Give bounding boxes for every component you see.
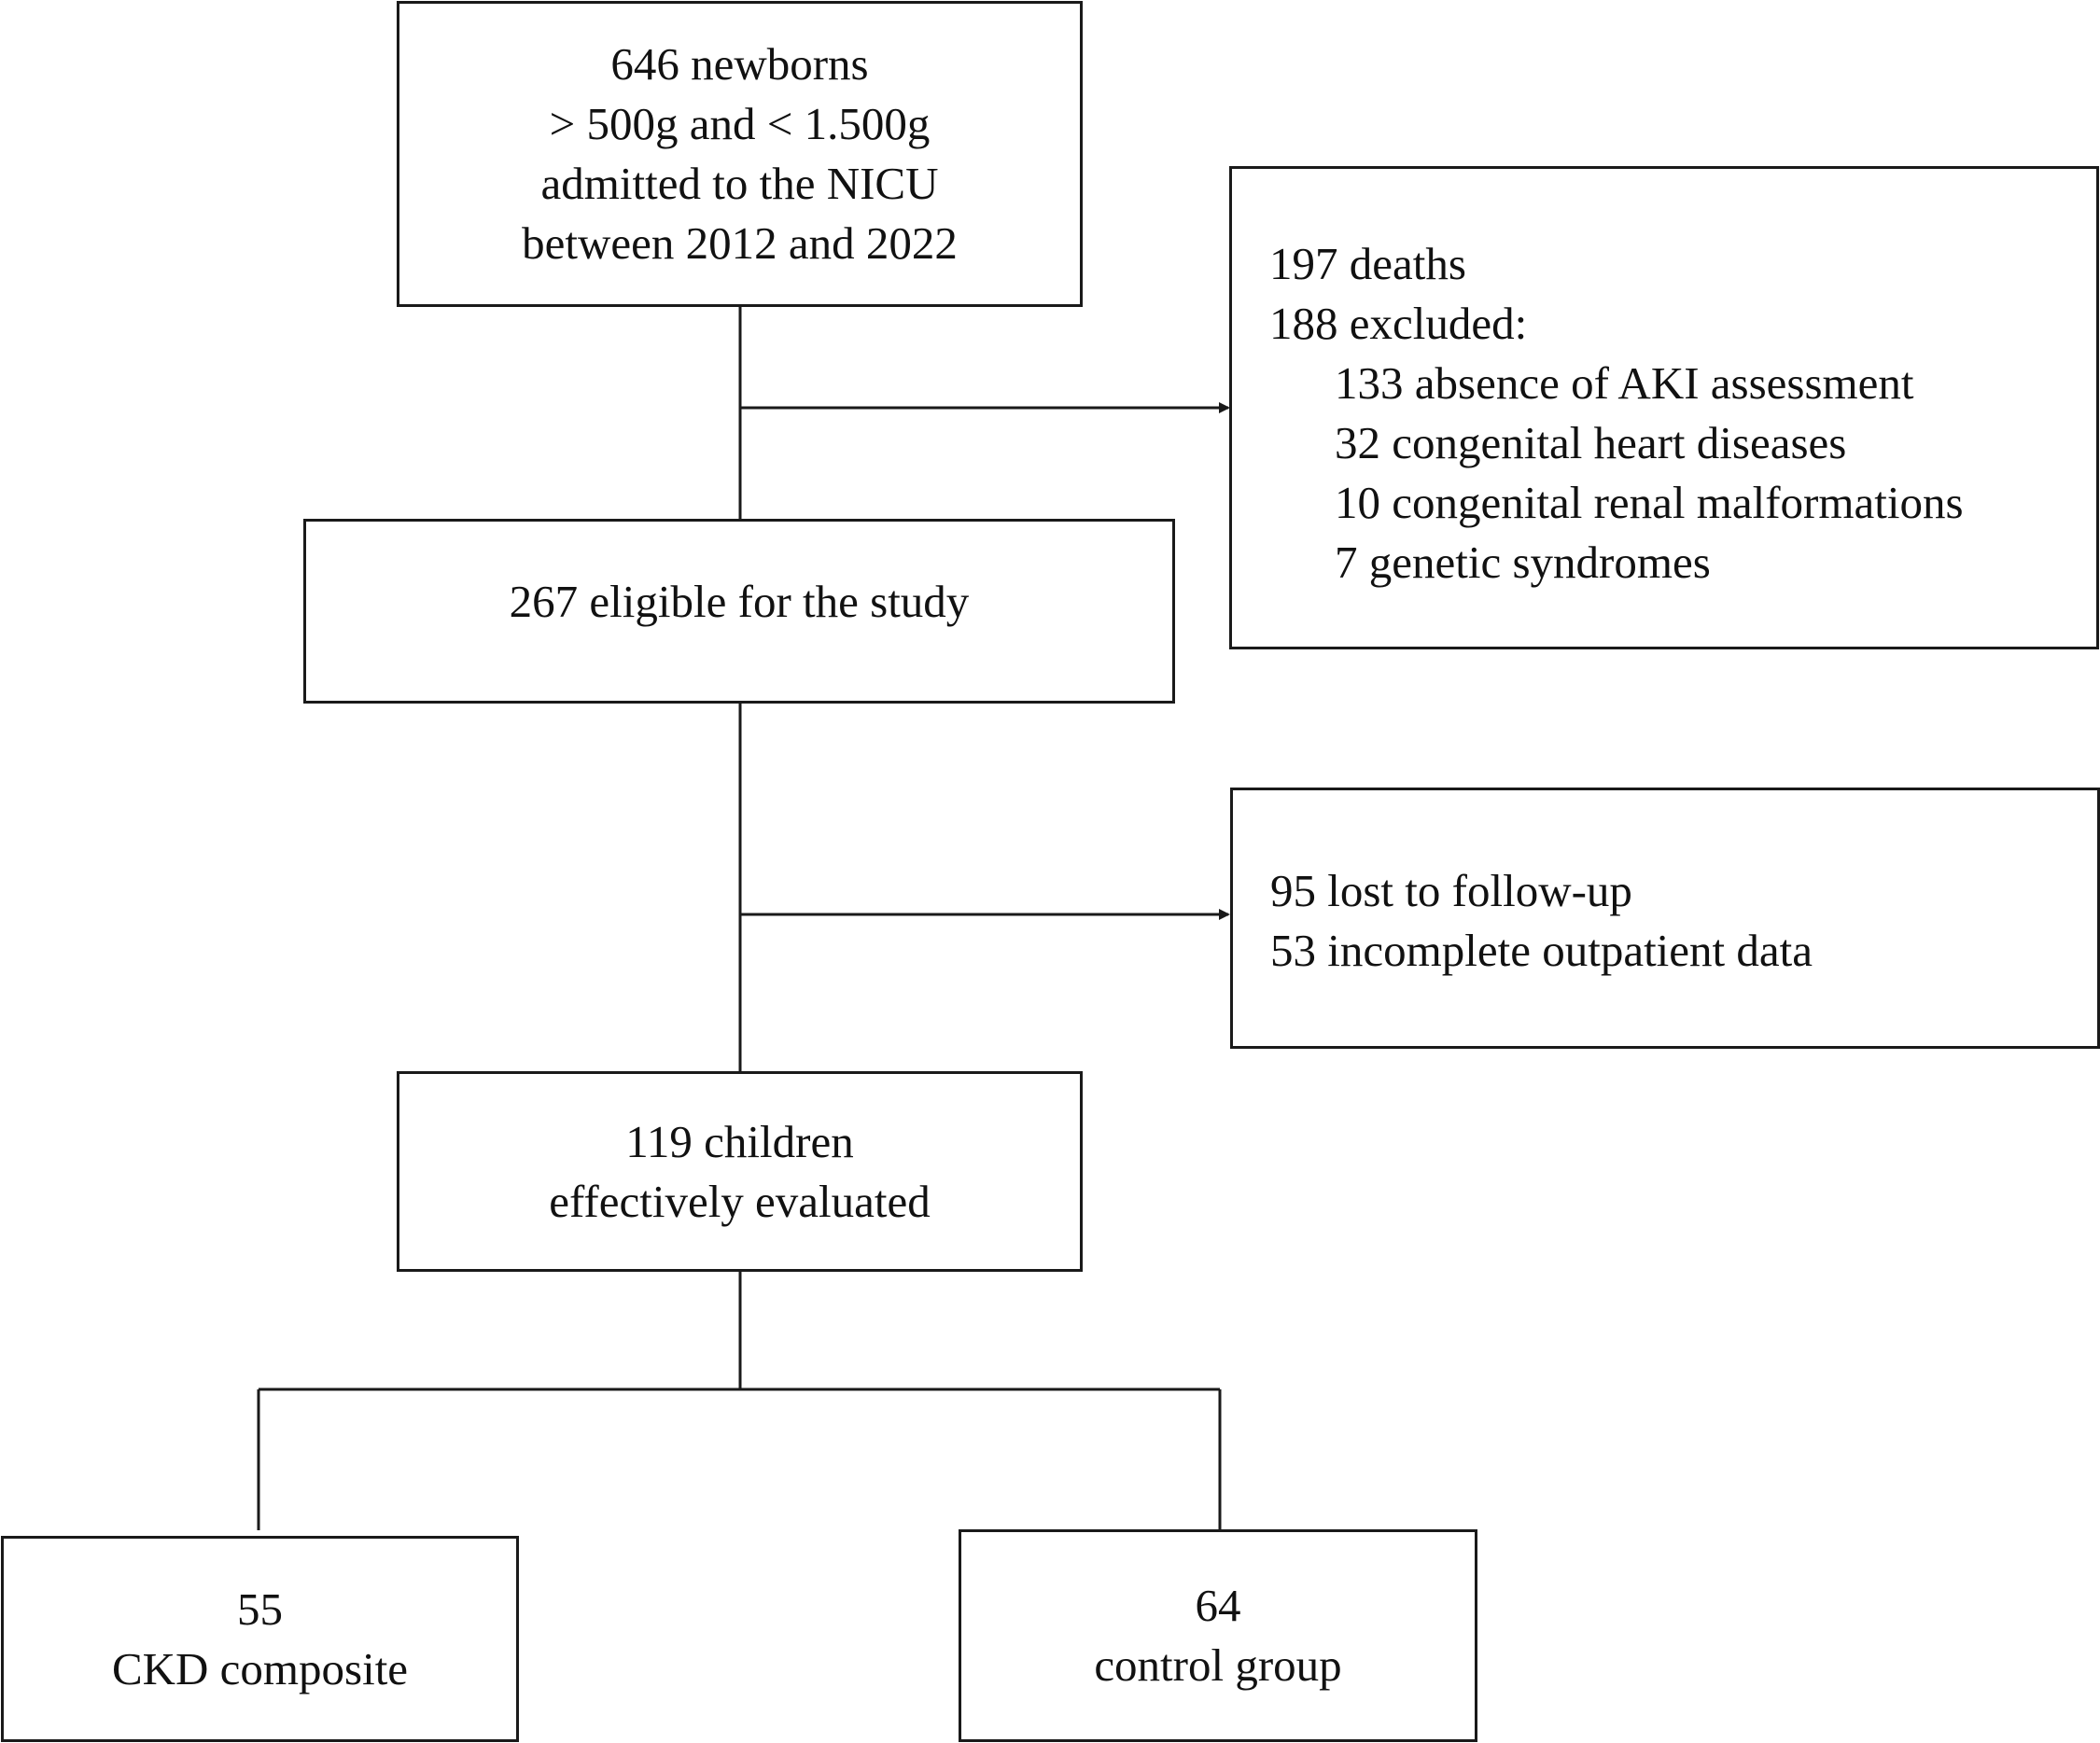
evaluated-line-2: effectively evaluated [549, 1175, 931, 1227]
exclusion-2-lost-follow-up: 95 lost to follow-up [1270, 865, 1632, 916]
top-box-line-2: > 500g and < 1.500g [549, 98, 931, 149]
eligible-label: 267 eligible for the study [509, 576, 970, 627]
exclusion-2-incomplete-data: 53 incomplete outpatient data [1270, 925, 1813, 976]
exclusion-1-deaths: 197 deaths [1269, 238, 1466, 289]
evaluated-line-1: 119 children [625, 1115, 854, 1167]
control-count: 64 [1195, 1580, 1241, 1631]
exclusion-1-sub-item: 7 genetic syndromes [1335, 537, 1711, 588]
exclusion-box-2-content: 95 lost to follow-up 53 incomplete outpa… [1270, 861, 1813, 981]
control-label: control group [1094, 1639, 1342, 1691]
eligible-box: 267 eligible for the study [303, 519, 1175, 704]
evaluated-box: 119 children effectively evaluated [397, 1071, 1083, 1272]
exclusion-1-excluded-heading: 188 excluded: [1269, 298, 1528, 349]
exclusion-1-sub-item: 32 congenital heart diseases [1335, 417, 1847, 468]
ckd-count: 55 [237, 1583, 283, 1635]
top-box-line-1: 646 newborns [610, 38, 869, 90]
top-box-line-3: admitted to the NICU [540, 158, 939, 209]
top-box-line-4: between 2012 and 2022 [522, 217, 958, 269]
control-group-box: 64 control group [959, 1529, 1477, 1742]
exclusion-box-1: 197 deaths 188 excluded: 133 absence of … [1229, 166, 2099, 649]
exclusion-box-1-content: 197 deaths 188 excluded: 133 absence of … [1269, 234, 1964, 593]
ckd-label: CKD composite [111, 1642, 409, 1694]
exclusion-box-2: 95 lost to follow-up 53 incomplete outpa… [1230, 788, 2100, 1049]
exclusion-1-sub-item: 10 congenital renal malformations [1335, 477, 1964, 528]
ckd-composite-box: 55 CKD composite [1, 1536, 519, 1742]
exclusion-1-sub-item: 133 absence of AKI assessment [1335, 357, 1914, 409]
top-box-newborns: 646 newborns > 500g and < 1.500g admitte… [397, 1, 1083, 307]
